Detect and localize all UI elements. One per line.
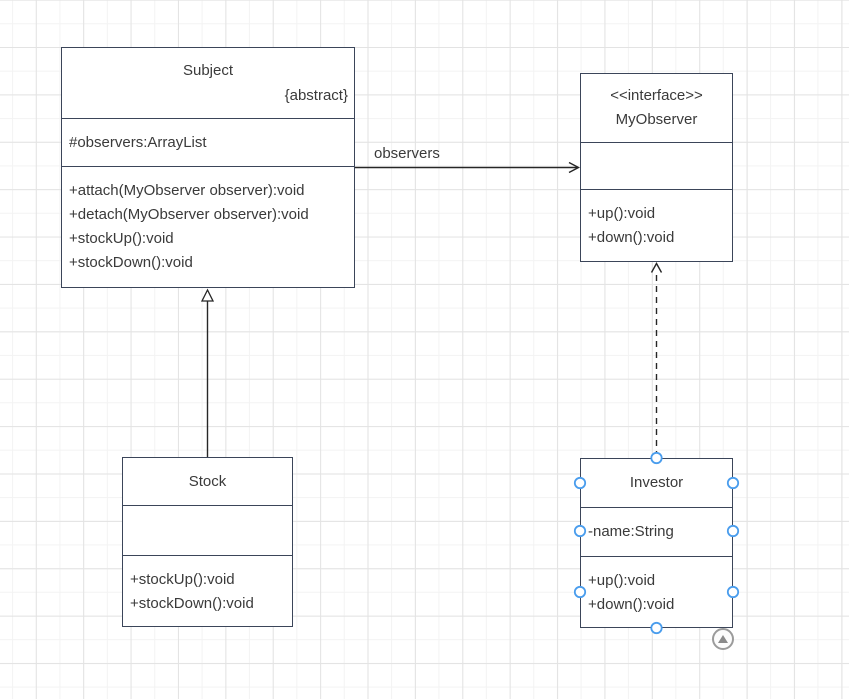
connector-label-observers[interactable]: observers — [374, 145, 440, 162]
stock-attributes-compartment — [123, 506, 292, 556]
member-text: +down():void — [588, 229, 675, 246]
class-title: Stock — [188, 472, 227, 490]
investor-methods-compartment: +up():void +down():void — [581, 557, 732, 627]
connector-subject-to-myobserver[interactable] — [355, 161, 581, 174]
member-text: +attach(MyObserver observer):void — [69, 182, 305, 199]
connector-investor-to-myobserver[interactable] — [650, 262, 663, 458]
class-box-subject[interactable]: Subject {abstract} #observers:ArrayList … — [61, 47, 355, 288]
open-arrowhead-icon — [568, 161, 581, 174]
myobserver-attributes-compartment — [581, 143, 732, 190]
class-title: Investor — [629, 474, 684, 491]
member-text: +stockUp():void — [130, 571, 235, 588]
subject-attributes-compartment: #observers:ArrayList — [62, 119, 354, 167]
stock-title-compartment: Stock — [123, 458, 292, 506]
member-text: +stockUp():void — [69, 230, 174, 247]
subject-title-compartment: Subject {abstract} — [62, 48, 354, 119]
investor-attributes-compartment: -name:String — [581, 508, 732, 557]
class-box-stock[interactable]: Stock +stockUp():void +stockDown():void — [122, 457, 293, 627]
up-arrow-button[interactable] — [712, 628, 734, 650]
subject-methods-compartment: +attach(MyObserver observer):void +detach… — [62, 167, 354, 287]
member-text: +down():void — [588, 596, 675, 613]
member-text: +up():void — [588, 572, 656, 589]
member-text: #observers:ArrayList — [69, 133, 207, 151]
class-box-myobserver[interactable]: <<interface>> MyObserver +up():void +down… — [580, 73, 733, 262]
member-text: +stockDown():void — [69, 254, 193, 271]
class-title: MyObserver — [615, 111, 698, 128]
member-text: +up():void — [588, 205, 656, 222]
member-text: +stockDown():void — [130, 595, 254, 612]
hollow-triangle-arrowhead-icon — [200, 288, 215, 302]
member-text: -name:String — [588, 523, 674, 540]
up-arrow-icon — [718, 634, 728, 643]
myobserver-methods-compartment: +up():void +down():void — [581, 190, 732, 261]
interface-stereotype: <<interface>> — [610, 87, 703, 104]
myobserver-title-compartment: <<interface>> MyObserver — [581, 74, 732, 143]
connector-stock-to-subject[interactable] — [200, 288, 215, 457]
stock-methods-compartment: +stockUp():void +stockDown():void — [123, 556, 292, 626]
class-title: Subject — [182, 62, 234, 79]
investor-title-compartment: Investor — [581, 459, 732, 508]
class-box-investor[interactable]: Investor -name:String +up():void +down():… — [580, 458, 733, 628]
member-text: +detach(MyObserver observer):void — [69, 206, 309, 223]
abstract-tag: {abstract} — [284, 87, 348, 104]
open-arrowhead-icon — [650, 262, 663, 273]
